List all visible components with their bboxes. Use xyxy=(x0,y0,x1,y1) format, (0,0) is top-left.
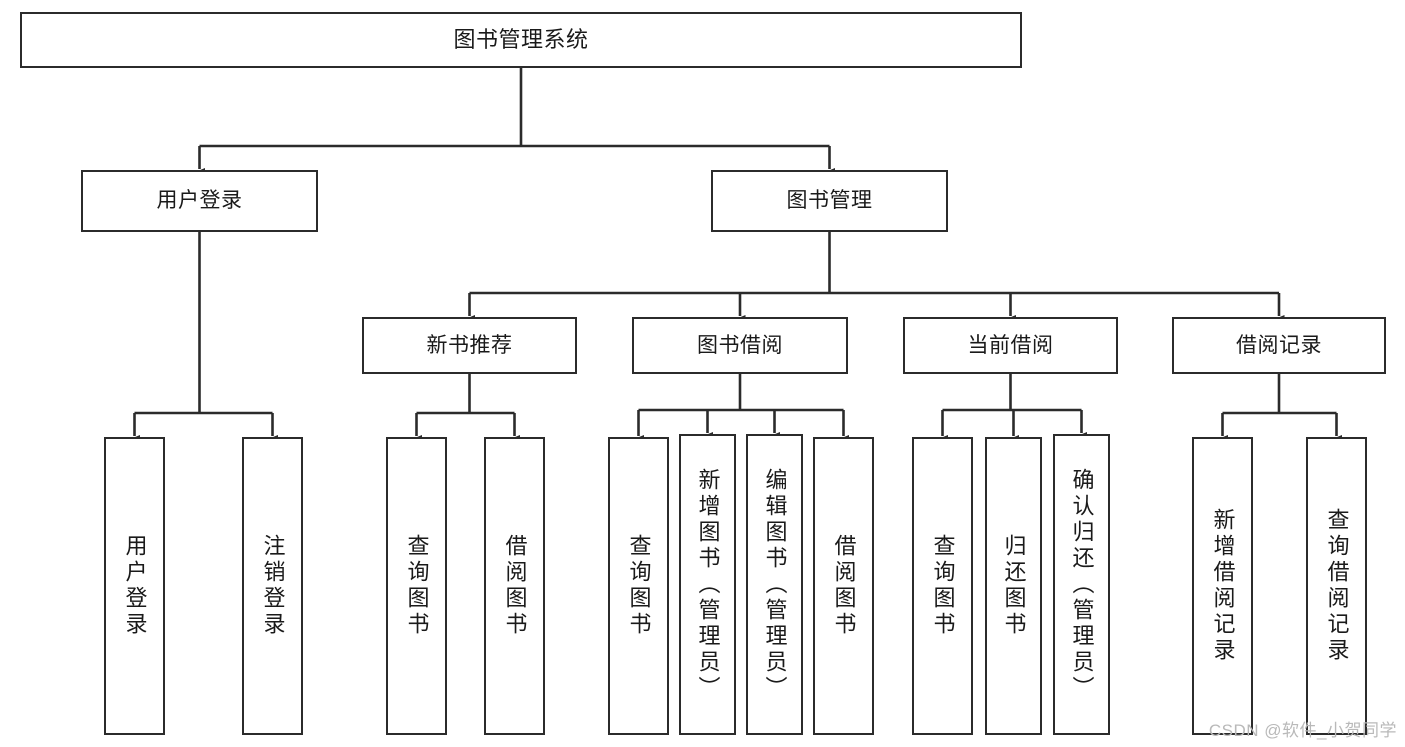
node-leaf-query-book-borrow[interactable]: 查询图书 xyxy=(608,437,669,735)
node-leaf-borrow-book[interactable]: 借阅图书 xyxy=(813,437,874,735)
node-leaf-query-book-rec[interactable]: 查询图书 xyxy=(386,437,447,735)
node-label: 新增借阅记录 xyxy=(1210,508,1236,664)
watermark-text: CSDN @软件_小贺同学 xyxy=(1208,721,1397,740)
node-label: 借阅记录 xyxy=(1236,333,1322,357)
node-leaf-confirm-return[interactable]: 确认归还（管理员） xyxy=(1053,434,1110,735)
node-label: 新增图书（管理员） xyxy=(695,467,721,702)
node-label: 查询借阅记录 xyxy=(1324,508,1350,664)
node-label: 归还图书 xyxy=(1001,534,1027,638)
node-label: 查询图书 xyxy=(404,534,430,638)
node-label: 注销登录 xyxy=(260,534,286,638)
node-new-book-recommend[interactable]: 新书推荐 xyxy=(362,317,577,374)
node-label: 新书推荐 xyxy=(426,333,513,357)
node-label: 确认归还（管理员） xyxy=(1069,467,1095,702)
node-borrow-record[interactable]: 借阅记录 xyxy=(1172,317,1386,374)
node-leaf-query-record[interactable]: 查询借阅记录 xyxy=(1306,437,1367,735)
node-label: 编辑图书（管理员） xyxy=(762,467,788,702)
node-leaf-query-book-current[interactable]: 查询图书 xyxy=(912,437,973,735)
node-leaf-borrow-book-rec[interactable]: 借阅图书 xyxy=(484,437,545,735)
node-label: 查询图书 xyxy=(930,534,956,638)
node-label: 借阅图书 xyxy=(502,534,528,638)
node-user-login[interactable]: 用户登录 xyxy=(81,170,318,232)
node-label: 用户登录 xyxy=(156,189,243,213)
node-leaf-edit-book[interactable]: 编辑图书（管理员） xyxy=(746,434,803,735)
node-leaf-return-book[interactable]: 归还图书 xyxy=(985,437,1042,735)
node-label: 图书借阅 xyxy=(697,333,783,357)
node-label: 图书管理系统 xyxy=(453,26,589,52)
node-root[interactable]: 图书管理系统 xyxy=(20,12,1022,68)
node-leaf-add-record[interactable]: 新增借阅记录 xyxy=(1192,437,1253,735)
node-book-manage[interactable]: 图书管理 xyxy=(711,170,948,232)
node-label: 图书管理 xyxy=(786,189,873,213)
node-current-borrow[interactable]: 当前借阅 xyxy=(903,317,1118,374)
node-label: 当前借阅 xyxy=(967,333,1054,357)
node-label: 借阅图书 xyxy=(831,534,857,638)
node-book-borrow[interactable]: 图书借阅 xyxy=(632,317,848,374)
node-label: 用户登录 xyxy=(122,534,148,638)
node-label: 查询图书 xyxy=(626,534,652,638)
node-leaf-add-book[interactable]: 新增图书（管理员） xyxy=(679,434,736,735)
edge-group xyxy=(129,68,1342,444)
node-leaf-user-logout[interactable]: 注销登录 xyxy=(242,437,303,735)
node-leaf-user-login[interactable]: 用户登录 xyxy=(104,437,165,735)
